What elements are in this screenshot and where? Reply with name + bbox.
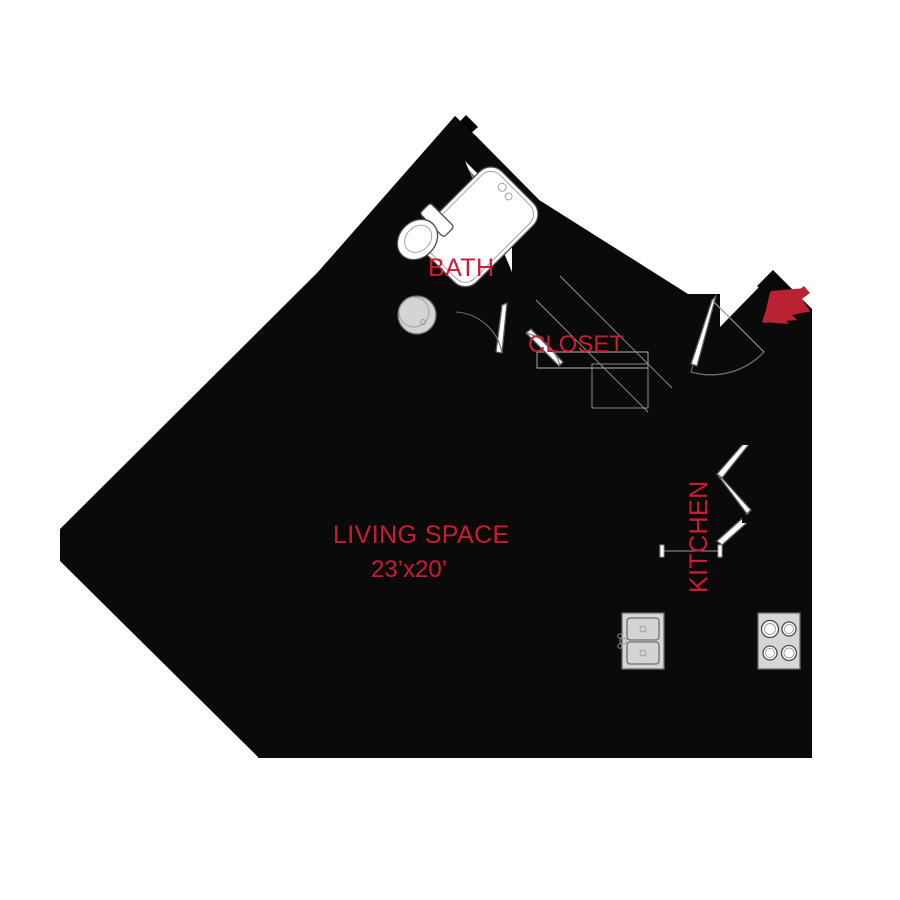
wall-sw-diagonal [60, 545, 273, 757]
kitchen-sink-fixture [617, 612, 665, 670]
wall-kitchen-left-vertical [601, 548, 801, 558]
closet-bifold-door[interactable] [715, 437, 756, 546]
wall-bath-closet-divider [556, 217, 690, 375]
kitchen-label: KITCHEN [685, 480, 713, 593]
wall-east [790, 330, 812, 758]
wall-bath-nw [318, 116, 478, 295]
closet-door[interactable] [525, 328, 564, 367]
wall-pantry-upper [742, 385, 758, 445]
bath-fixtures [396, 166, 539, 335]
bathtub-fixture [417, 166, 539, 288]
exterior-walls [60, 127, 812, 757]
wall-kitchen-top2 [745, 548, 801, 558]
kitchen-fixtures [617, 612, 801, 670]
bath-door[interactable] [455, 301, 508, 354]
wall-nw-diagonal [60, 264, 341, 561]
closet-label: CLOSET [528, 331, 624, 358]
wall-bath-east [533, 217, 600, 283]
wall-closet-s2 [495, 353, 605, 477]
living-space-dimensions: 23’x20’ [371, 556, 447, 583]
wall-bath-sw [336, 268, 445, 377]
living-space-label: LIVING SPACE [333, 521, 510, 549]
bathroom-sink-fixture [397, 295, 437, 335]
wall-ne-inner-connector [742, 330, 790, 360]
wall-pantry-lower [742, 522, 758, 558]
kitchen-pass-door[interactable] [659, 544, 723, 558]
wall-closet-w [497, 334, 545, 382]
room-labels: BATH CLOSET LIVING SPACE 23’x20’ KITCHEN [333, 254, 713, 593]
cooktop-fixture [757, 612, 801, 670]
wall-bottom-kitchen [601, 741, 812, 758]
wall-kitchen-top [601, 548, 657, 558]
entry-door[interactable] [690, 293, 765, 376]
wall-closet-s [500, 353, 605, 455]
entry-arrow [762, 286, 810, 324]
wall-bath-se-jamb [519, 288, 560, 329]
closet-interior [535, 275, 673, 413]
bath-label: BATH [428, 254, 494, 282]
door-group[interactable] [455, 293, 765, 558]
